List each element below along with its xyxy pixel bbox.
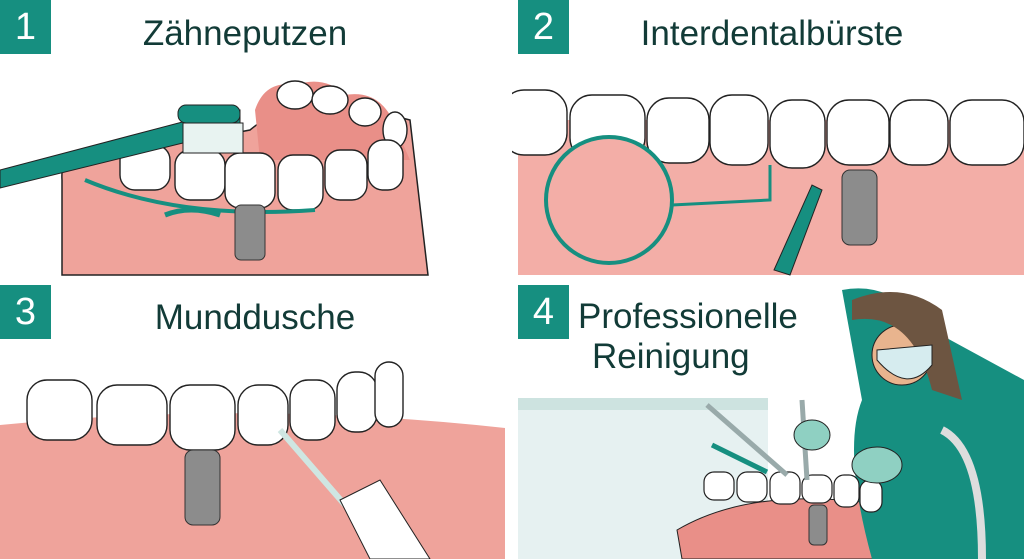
step-badge-1: 1 (0, 0, 51, 54)
step-badge-2: 2 (518, 0, 569, 54)
panel-title-water-flosser: Munddusche (154, 298, 356, 337)
panel-title-interdental: Interdentalbürste (640, 14, 904, 53)
interdental-brush-illustration (512, 89, 1024, 276)
water-flosser-illustration (0, 361, 505, 559)
panel-brushing: 1 Zähneputzen (0, 0, 512, 280)
panel-water-flosser: 3 Munddusche (0, 280, 512, 559)
step-badge-3: 3 (0, 285, 51, 339)
panel-interdental: 2 Interdentalbürste (512, 0, 1024, 280)
panel-professional-cleaning: 4 Professionelle Reinigung (512, 280, 1024, 559)
step-badge-4: 4 (518, 285, 569, 339)
panel-title-professional-line1: Professionelle (578, 297, 798, 336)
toothbrush-illustration (0, 80, 429, 276)
panel-title-brushing: Zähneputzen (142, 14, 348, 53)
hygienist-illustration (518, 288, 1024, 559)
panel-title-professional-line2: Reinigung (592, 337, 750, 376)
